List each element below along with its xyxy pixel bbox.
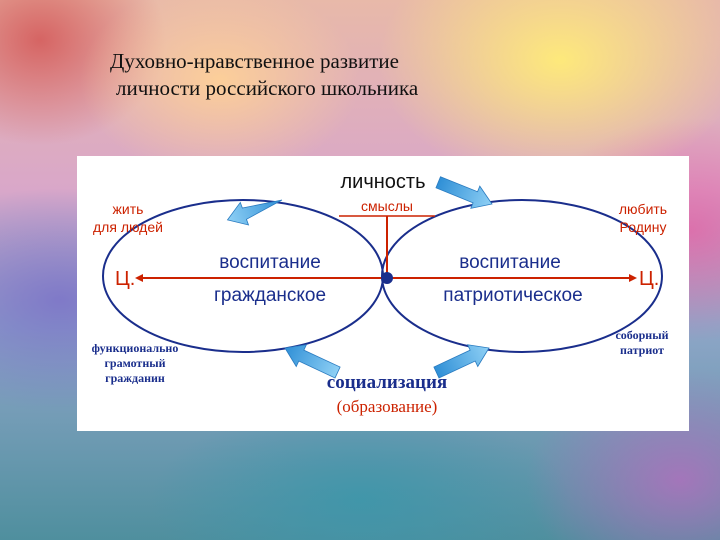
values-diagram: личность смыслы жить для людей любить Ро… xyxy=(92,171,669,416)
bottom-sublabel: (образование) xyxy=(337,397,438,416)
diagram-panel: личность смыслы жить для людей любить Ро… xyxy=(77,156,689,431)
right-axis-arrowhead xyxy=(629,274,637,282)
title-line-1: Духовно-нравственное развитие xyxy=(110,49,399,73)
left-value: Ц. xyxy=(115,268,135,290)
left-bottom-text-3: гражданин xyxy=(105,371,165,385)
left-bottom-text-1: функционально xyxy=(92,341,179,355)
center-dot xyxy=(381,272,393,284)
arrow-top-right xyxy=(435,176,493,209)
left-ellipse-line-1: воспитание xyxy=(219,252,321,273)
top-label: личность xyxy=(340,171,425,193)
left-top-text-2: для людей xyxy=(93,219,163,235)
left-axis-arrowhead xyxy=(135,274,143,282)
arrow-bottom-left xyxy=(284,344,341,379)
right-bottom-text-2: патриот xyxy=(620,343,664,357)
left-ellipse-line-2: гражданское xyxy=(214,285,326,306)
left-top-text-1: жить xyxy=(113,201,144,217)
right-top-text-2: Родину xyxy=(620,219,667,235)
center-top-label: смыслы xyxy=(361,198,413,214)
bottom-label: социализация xyxy=(327,372,447,393)
arrow-bottom-right xyxy=(433,344,490,379)
right-ellipse-line-1: воспитание xyxy=(459,252,561,273)
right-bottom-text-1: соборный xyxy=(615,328,668,342)
title-line-2: личности российского школьника xyxy=(116,76,419,100)
left-bottom-text-2: грамотный xyxy=(104,356,165,370)
right-top-text-1: любить xyxy=(619,201,667,217)
arrow-top-left xyxy=(226,199,283,226)
right-value: Ц. xyxy=(639,268,659,290)
slide-title: Духовно-нравственное развитие личности р… xyxy=(110,48,530,102)
right-ellipse-line-2: патриотическое xyxy=(443,285,582,306)
